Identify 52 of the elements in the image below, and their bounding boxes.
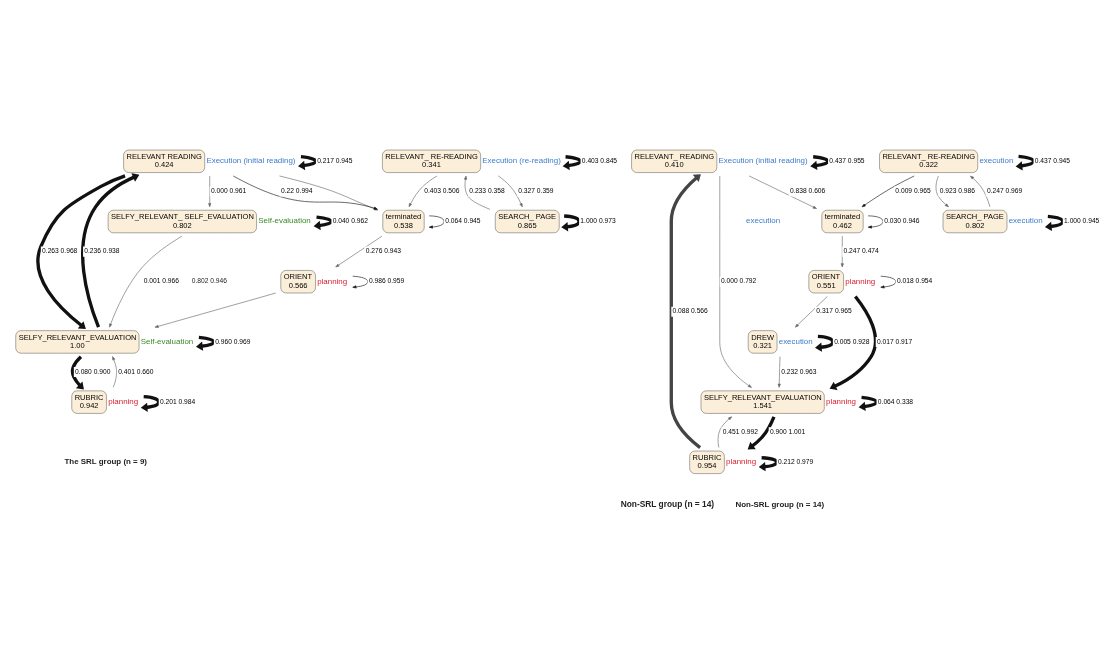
arrow [464,175,491,210]
arrow [313,215,334,231]
node-label: Execution (re-reading) [482,156,561,166]
arrow [810,155,830,171]
node-label: Self-evaluation [140,336,194,346]
arrow [1044,214,1065,231]
arrow [815,334,835,352]
arrow [795,296,828,328]
arrow [748,175,817,209]
arrow [970,175,991,208]
arrow [561,214,581,232]
arrow [112,356,117,388]
node-label: execution [979,156,1014,166]
node-label: Execution (initial reading) [206,156,296,166]
arrow [70,355,84,390]
arrow [208,175,212,208]
node-label: Self-evaluation [258,216,311,226]
arrow [1015,154,1036,171]
arrow [562,155,583,171]
arrow [196,335,216,351]
node-label: planning [726,457,757,467]
label: Non-SRL group (n = 14) [735,500,825,510]
node-label: execution [1008,216,1043,226]
arrow [717,416,733,448]
arrow [935,175,949,208]
node-label: planning [317,276,348,286]
arrow [428,215,445,229]
arrow [154,292,277,328]
node-label: Execution (initial reading) [718,156,808,166]
arrow [298,155,318,171]
label: The SRL group (n = 9) [64,456,147,466]
arrow [498,175,523,208]
arrow [719,175,752,388]
node-label: planning [845,276,876,286]
arrow [36,174,126,329]
arrow [867,215,884,229]
arrow [861,175,915,208]
node-label: execution [778,336,813,346]
label: execution [746,216,781,226]
arrow [669,174,702,449]
arrow [747,416,776,450]
label: Non-SRL group (n = 14) [620,499,715,510]
arrow [408,175,438,208]
node-label: planning [108,397,139,407]
arrow [858,395,879,412]
arrow [335,235,383,268]
arrow [758,456,779,472]
arrow [880,275,897,289]
arrow [777,356,781,388]
arrow [140,394,161,412]
arrow [352,275,369,289]
node-label: planning [825,397,856,407]
